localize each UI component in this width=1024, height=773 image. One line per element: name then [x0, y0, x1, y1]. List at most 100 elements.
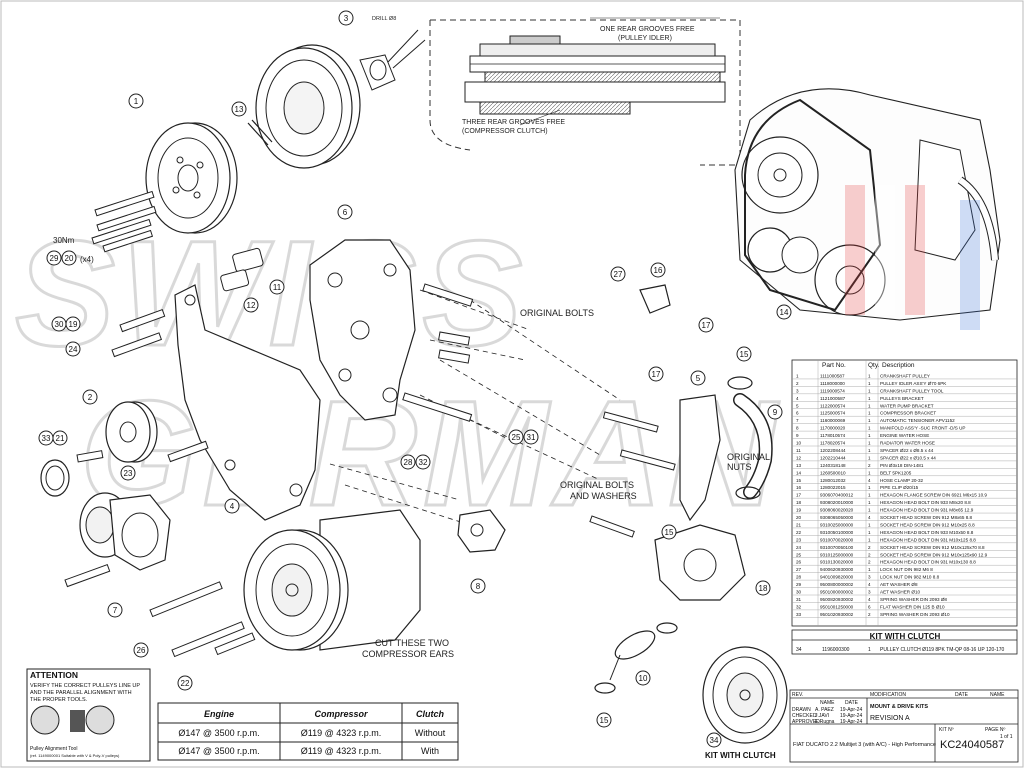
parts-cell: 9310050100000 — [820, 530, 854, 535]
parts-cell: 6 — [868, 604, 871, 609]
parts-cell: SOCKET HEAD SCREW DIN 912 M8x65 8.8 — [880, 515, 973, 520]
tb-description: FIAT DUCATO 2.2 Multijet 3 (with A/C) - … — [793, 742, 936, 748]
parts-cell: 4 — [868, 478, 871, 483]
callout-12: 12 — [243, 297, 259, 313]
speed-header-compressor: Compressor — [314, 709, 368, 719]
speed-cell: Without — [415, 728, 446, 738]
svg-text:4: 4 — [230, 502, 235, 511]
callout-31: 31 — [523, 429, 539, 445]
parts-cell: 1 — [868, 522, 871, 527]
note-torque: 30Nm — [53, 236, 75, 245]
callout-15: 15 — [736, 346, 752, 362]
attention-line-3: THE PROPER TOOLS. — [30, 697, 88, 703]
callout-25: 25 — [508, 429, 524, 445]
callout-15: 15 — [661, 524, 677, 540]
svg-text:19: 19 — [69, 320, 78, 329]
parts-cell: 1 — [868, 485, 871, 490]
parts-cell: 2 — [796, 381, 799, 386]
parts-cell: AET WASHER Ø8 — [880, 582, 918, 587]
attention-tool-2: (ref. 1149000001 Suitable with V & Poly-… — [30, 753, 120, 758]
parts-cell: 31 — [796, 597, 802, 602]
parts-cell: 9310025000000 — [820, 522, 854, 527]
kit-clutch-partno: 1196000300 — [822, 647, 850, 653]
svg-text:17: 17 — [652, 370, 661, 379]
tb-approved-date: 19-Apr-24 — [840, 719, 862, 725]
parts-cell: 1 — [868, 426, 871, 431]
pump-housing — [654, 524, 746, 601]
parts-cell: 1 — [868, 403, 871, 408]
svg-text:16: 16 — [654, 266, 663, 275]
parts-cell: COMPRESSOR BRACKET — [880, 411, 936, 416]
svg-text:17: 17 — [702, 321, 711, 330]
callout-5: 5 — [690, 370, 706, 386]
clutch-pulley — [702, 646, 788, 744]
parts-cell: 2 — [868, 545, 871, 550]
parts-cell: 20 — [796, 515, 802, 520]
note-three-rear: THREE REAR GROOVES FREE — [462, 119, 565, 126]
callout-1: 1 — [128, 93, 144, 109]
parts-cell: 1 — [868, 411, 871, 416]
svg-text:23: 23 — [124, 469, 133, 478]
parts-cell: AET WASHER Ø10 — [880, 590, 921, 595]
svg-text:13: 13 — [235, 105, 244, 114]
parts-cell: 1 — [868, 373, 871, 378]
parts-cell: 1 — [868, 433, 871, 438]
pipe-clip — [639, 284, 671, 314]
callout-17: 17 — [648, 366, 664, 382]
callout-30: 30 — [51, 316, 67, 332]
parts-cell: 1 — [868, 418, 871, 423]
svg-text:9: 9 — [773, 408, 778, 417]
svg-text:5: 5 — [696, 374, 701, 383]
tb-checked-name: J.JAVI — [815, 713, 829, 719]
pulley-idler — [105, 401, 158, 463]
speed-cell: Ø119 @ 4323 r.p.m. — [301, 728, 382, 738]
parts-cell: LOCK NUT DIN 982 M10 8.8 — [880, 575, 940, 580]
svg-text:7: 7 — [113, 606, 118, 615]
svg-text:27: 27 — [614, 270, 623, 279]
parts-cell: 25 — [796, 552, 802, 557]
tb-kit-no: KC24040587 — [940, 739, 1004, 751]
svg-text:24: 24 — [69, 345, 78, 354]
parts-cell: SPACER Ø22 x Ø8.5 x 44 — [880, 448, 934, 453]
parts-cell: 2 — [868, 612, 871, 617]
callout-23: 23 — [120, 465, 136, 481]
parts-cell: 29 — [796, 582, 802, 587]
speed-table-frame — [157, 702, 459, 761]
parts-cell: 9500820930002 — [820, 597, 854, 602]
svg-text:25: 25 — [512, 433, 521, 442]
bolt-guide-lines — [329, 289, 621, 526]
parts-cell: 9501020930002 — [820, 612, 854, 617]
tb-kit-group: MOUNT & DRIVE KITS — [870, 704, 928, 710]
parts-cell: 24 — [796, 545, 802, 550]
parts-cell: 32 — [796, 604, 802, 609]
parts-header-cell: Part No. — [822, 362, 846, 369]
parts-cell: 1240318148 — [820, 463, 846, 468]
svg-text:11: 11 — [273, 283, 282, 292]
parts-cell: 21 — [796, 522, 802, 527]
parts-cell: 18 — [796, 500, 802, 505]
attention-line-1: VERIFY THE CORRECT PULLEYS LINE UP — [30, 683, 140, 689]
note-original-nuts: ORIGINAL — [727, 452, 770, 462]
callout-19: 19 — [65, 316, 81, 332]
note-original-nuts-2: NUTS — [727, 462, 752, 472]
parts-cell: 1 — [868, 470, 871, 475]
svg-text:15: 15 — [600, 716, 609, 725]
pulley-bolts — [91, 190, 157, 253]
parts-cell: PIN Ø3x18 DIN-1481 — [880, 463, 924, 468]
parts-cell: 9500800000002 — [820, 582, 854, 587]
parts-cell: 23 — [796, 537, 802, 542]
kit-clutch-frame — [791, 629, 1018, 655]
parts-cell: 6 — [796, 411, 799, 416]
tb-approved-name: E.Rugna — [815, 719, 835, 725]
callout-16: 16 — [650, 262, 666, 278]
